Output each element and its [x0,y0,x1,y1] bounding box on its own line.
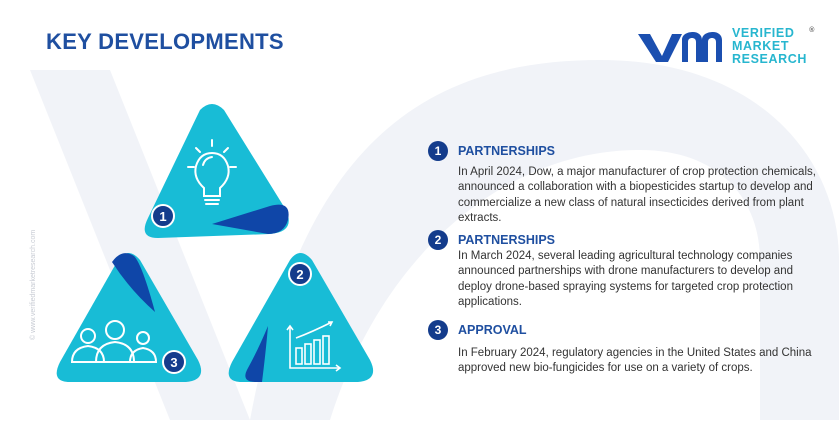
logo: VERIFIED MARKET RESEARCH ® [636,25,814,66]
item-number: 1 [428,141,448,161]
badge-number: 1 [159,209,166,224]
item-body: In April 2024, Dow, a major manufacturer… [458,166,816,224]
bar-chart-icon [286,321,342,372]
page-title: KEY DEVELOPMENTS [46,29,284,54]
badge-3: 3 [162,350,186,374]
item-body: In February 2024, regulatory agencies in… [458,347,812,375]
item-heading: APPROVAL [458,323,527,337]
badge-number: 3 [170,355,177,370]
registered-mark: ® [809,26,815,34]
item-number: 3 [428,320,448,340]
triangle-1 [144,104,289,238]
lightbulb-icon [187,139,237,205]
item-heading: PARTNERSHIPS [458,144,556,158]
badge-2: 2 [288,262,312,286]
logo-line: RESEARCH [732,51,807,66]
item-body: In March 2024, several leading agricultu… [458,250,793,308]
triangle-2 [228,253,374,382]
badge-1: 1 [151,204,175,228]
triangle-3 [56,253,202,382]
logo-line: VERIFIED [732,25,795,40]
badge-number: 2 [296,267,303,282]
people-icon [70,320,158,363]
item-number: 2 [428,230,448,250]
item-heading: PARTNERSHIPS [458,233,556,247]
logo-line: MARKET [732,38,790,53]
triangles-graphic: 1 2 3 [56,104,374,382]
vmr-logo-icon [638,32,722,62]
